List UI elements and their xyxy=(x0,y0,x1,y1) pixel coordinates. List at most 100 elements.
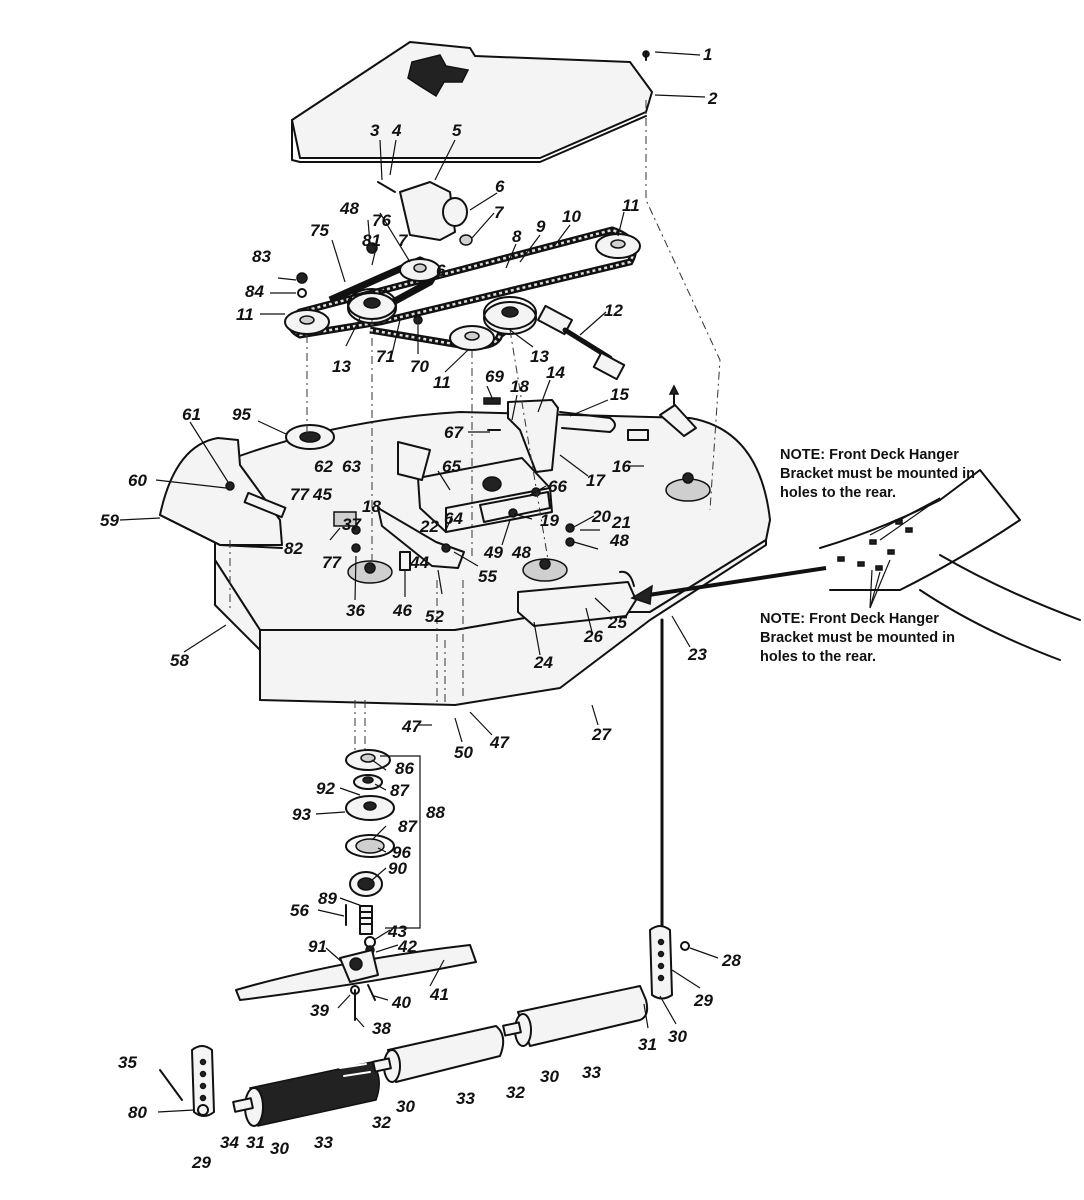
callout-77b: 77 xyxy=(322,553,342,572)
callout-59: 59 xyxy=(100,511,119,530)
callout-87b: 87 xyxy=(398,817,418,836)
nut-48 xyxy=(366,242,378,254)
callout-45: 45 xyxy=(312,485,332,504)
callout-12: 12 xyxy=(604,301,623,320)
callout-56: 56 xyxy=(290,901,309,920)
callout-14: 14 xyxy=(546,363,565,382)
callout-42: 42 xyxy=(397,937,417,956)
callout-8: 8 xyxy=(512,227,522,246)
callout-2: 2 xyxy=(707,89,718,108)
callout-30d: 30 xyxy=(270,1139,289,1158)
callout-67: 67 xyxy=(444,423,464,442)
callout-93: 93 xyxy=(292,805,311,824)
callout-69: 69 xyxy=(485,367,504,386)
callout-26: 26 xyxy=(583,627,603,646)
callout-29b: 29 xyxy=(191,1153,211,1172)
callout-33c: 33 xyxy=(314,1133,333,1152)
callout-32b: 32 xyxy=(372,1113,391,1132)
callout-23: 23 xyxy=(687,645,707,664)
callout-31a: 31 xyxy=(638,1035,657,1054)
callout-47a: 47 xyxy=(401,717,422,736)
note-front-deck-hanger-upper: NOTE: Front Deck Hanger Bracket must be … xyxy=(780,447,975,501)
callout-60: 60 xyxy=(128,471,147,490)
callout-31b: 31 xyxy=(246,1133,265,1152)
callout-62: 62 xyxy=(314,457,333,476)
callout-52: 52 xyxy=(425,607,444,626)
callout-18b: 18 xyxy=(362,497,381,516)
callout-11c: 11 xyxy=(433,373,451,392)
gearbox xyxy=(377,181,473,246)
callout-22: 22 xyxy=(419,517,439,536)
callout-61: 61 xyxy=(182,405,201,424)
callout-38: 38 xyxy=(372,1019,391,1038)
callout-55: 55 xyxy=(478,567,497,586)
assembly-lines xyxy=(229,100,721,760)
callout-75: 75 xyxy=(310,221,329,240)
callout-16: 16 xyxy=(612,457,631,476)
callout-18a: 18 xyxy=(510,377,529,396)
spring-37 xyxy=(333,511,357,527)
callout-32a: 32 xyxy=(506,1083,525,1102)
callout-29a: 29 xyxy=(693,991,713,1010)
spindle-pulley-left xyxy=(347,288,397,324)
callout-96: 96 xyxy=(392,843,411,862)
spindle-pulley-right xyxy=(483,296,537,335)
callout-87a: 87 xyxy=(390,781,410,800)
callout-11b: 11 xyxy=(236,305,254,324)
drive-shaft xyxy=(537,304,626,381)
callout-95: 95 xyxy=(232,405,251,424)
center-bracket-assembly xyxy=(333,384,697,627)
callout-6b: 6 xyxy=(436,261,446,280)
callout-64: 64 xyxy=(444,509,463,528)
callout-92: 92 xyxy=(316,779,335,798)
spindle-assembly xyxy=(345,749,421,955)
callout-82: 82 xyxy=(284,539,303,558)
callout-71: 71 xyxy=(376,347,395,366)
callout-65: 65 xyxy=(442,457,461,476)
callout-44: 44 xyxy=(409,553,429,572)
callout-4: 4 xyxy=(391,121,402,140)
callout-30c: 30 xyxy=(396,1097,415,1116)
callout-90: 90 xyxy=(388,859,407,878)
discharge-chute xyxy=(159,437,287,549)
callout-83: 83 xyxy=(252,247,271,266)
note-front-deck-hanger-lower: NOTE: Front Deck Hanger Bracket must be … xyxy=(760,611,955,665)
idler-pulley-right xyxy=(595,233,641,259)
callout-13b: 13 xyxy=(530,347,549,366)
callout-46: 46 xyxy=(392,601,412,620)
cover-cutout xyxy=(407,54,470,98)
callout-30a: 30 xyxy=(668,1027,687,1046)
callout-20: 20 xyxy=(591,507,611,526)
callout-48b: 48 xyxy=(511,543,531,562)
callout-34: 34 xyxy=(220,1133,239,1152)
callout-13a: 13 xyxy=(332,357,351,376)
callout-70: 70 xyxy=(410,357,429,376)
callout-labels: 1 2 3 4 5 6 7 8 9 10 11 48 75 76 7 81 6 … xyxy=(100,45,741,1172)
washer-84 xyxy=(297,288,307,298)
callout-39: 39 xyxy=(310,1001,329,1020)
callout-63: 63 xyxy=(342,457,361,476)
callout-50: 50 xyxy=(454,743,473,762)
callout-77a: 77 xyxy=(290,485,310,504)
callout-80: 80 xyxy=(128,1103,147,1122)
callout-48a: 48 xyxy=(339,199,359,218)
gearbox-pulley xyxy=(399,258,441,282)
callout-1: 1 xyxy=(703,45,712,64)
callout-58: 58 xyxy=(170,651,189,670)
callout-30b: 30 xyxy=(540,1067,559,1086)
nut-83 xyxy=(296,272,308,284)
callout-25: 25 xyxy=(607,613,627,632)
callout-47b: 47 xyxy=(489,733,510,752)
callout-5: 5 xyxy=(452,121,462,140)
callout-10: 10 xyxy=(562,207,581,226)
callout-24: 24 xyxy=(533,653,553,672)
callout-91: 91 xyxy=(308,937,327,956)
callout-48c: 48 xyxy=(609,531,629,550)
belt-cover xyxy=(291,41,653,163)
callout-40: 40 xyxy=(391,993,411,1012)
nut-70 xyxy=(413,315,423,325)
callout-17: 17 xyxy=(586,471,606,490)
belt-assembly xyxy=(284,226,641,351)
leader-lines xyxy=(119,51,719,1113)
